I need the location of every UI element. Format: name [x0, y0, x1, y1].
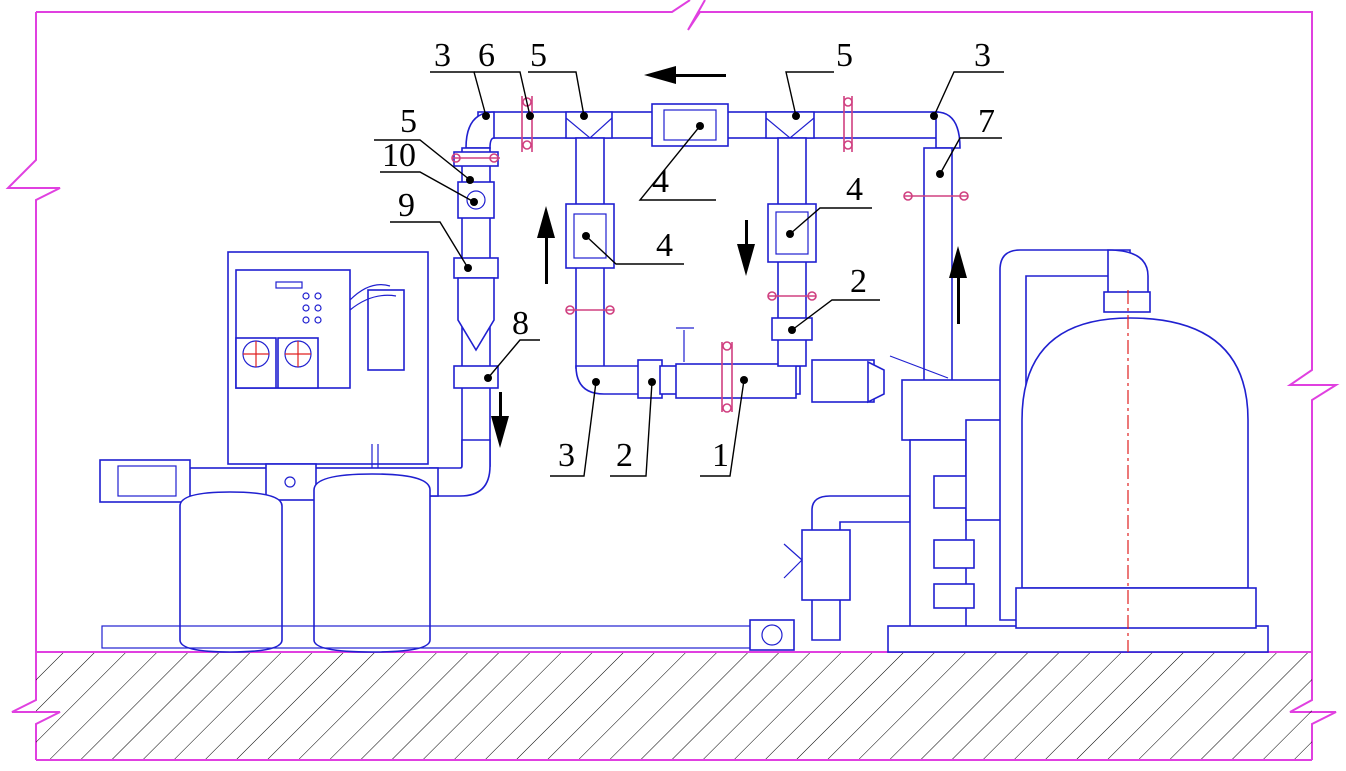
callout-6: 6 — [478, 37, 495, 74]
flow-arrow-down-right — [737, 220, 755, 276]
callout-leaders — [374, 71, 1004, 477]
floor-hatch — [36, 651, 1312, 761]
callout-4-top: 4 — [652, 163, 669, 200]
sand-filter — [999, 249, 1257, 652]
callout-8: 8 — [512, 305, 529, 342]
flow-arrow-down-riser — [491, 392, 509, 448]
callout-5-top-left: 5 — [530, 37, 547, 74]
callout-2-right: 2 — [850, 263, 867, 300]
top-manifold-pipe — [465, 96, 961, 152]
callout-9: 9 — [398, 187, 415, 224]
callout-labels: 3 6 5 5 3 5 10 7 9 4 4 4 2 8 3 2 1 — [382, 37, 995, 474]
callout-5-top-right: 5 — [836, 37, 853, 74]
callout-4-left: 4 — [656, 227, 673, 264]
chemical-tanks — [101, 473, 795, 653]
callout-2-bottom: 2 — [616, 437, 633, 474]
flow-arrow-up-right — [949, 246, 967, 324]
callout-7: 7 — [978, 103, 995, 140]
callout-5-left: 5 — [400, 103, 417, 140]
callout-3-top-right: 3 — [974, 37, 991, 74]
flow-arrow-up-left — [537, 206, 555, 284]
bypass-loop-left — [565, 137, 801, 413]
inlet-pipe-left — [99, 444, 439, 503]
left-riser-pipe — [429, 147, 500, 497]
callout-3-bottom: 3 — [558, 437, 575, 474]
callout-4-right: 4 — [846, 171, 863, 208]
callout-3-top-left: 3 — [434, 37, 451, 74]
flow-arrow-left — [644, 66, 726, 84]
callout-1: 1 — [712, 437, 729, 474]
flow-arrows — [491, 66, 967, 448]
callout-10: 10 — [382, 137, 416, 174]
dosing-control-cabinet — [227, 251, 429, 465]
pump-valve-assembly — [783, 355, 1269, 653]
